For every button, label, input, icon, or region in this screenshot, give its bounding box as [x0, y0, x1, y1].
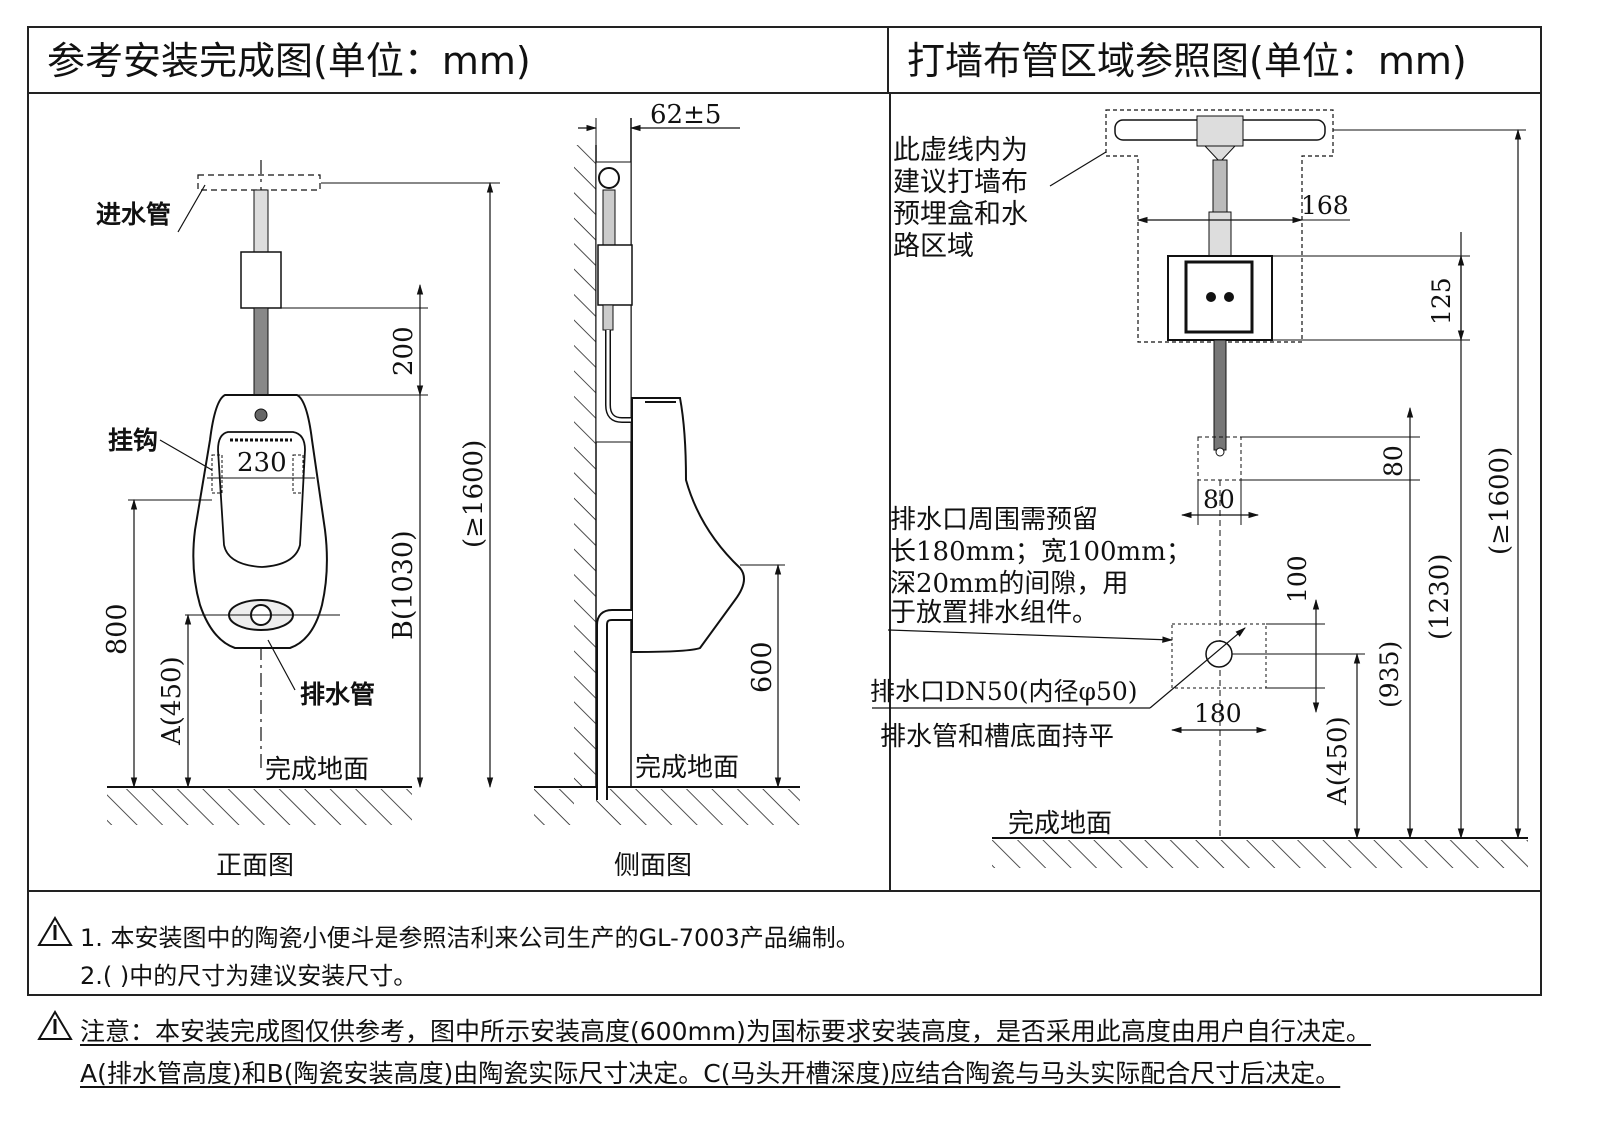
side-view: 62±5 600 完成地面 侧面图: [534, 100, 800, 881]
dim-1600-front: (≥1600): [459, 440, 489, 548]
dim-230: 230: [237, 448, 287, 478]
side-floor-label: 完成地面: [635, 753, 739, 783]
dim-600: 600: [747, 641, 778, 693]
warning-icon: [37, 916, 73, 946]
dim-200: 200: [389, 326, 419, 376]
dim-935: (935): [1375, 641, 1404, 708]
warning-line-1: 注意：本安装完成图仅供参考，图中所示安装高度(600mm)为国标要求安装高度，是…: [80, 1017, 1371, 1046]
caution-icon: [37, 1010, 73, 1040]
dim-125: 125: [1427, 277, 1456, 325]
dim-B: B(1030): [388, 530, 419, 640]
wall-piping-view: 此虚线内为 建议打墙布 预埋盒和水 路区域 168 125 80 80 排水口周…: [870, 109, 1528, 868]
dim-100: 100: [1283, 555, 1312, 603]
dim-1230: (1230): [1425, 554, 1455, 640]
left-panel-title: 参考安装完成图(单位：mm): [29, 28, 889, 94]
note-line-1: 1. 本安装图中的陶瓷小便斗是参照洁利来公司生产的GL-7003产品编制。: [80, 924, 860, 952]
drawing-frame: 参考安装完成图(单位：mm) 打墙布管区域参照图(单位：mm): [27, 26, 1542, 996]
front-view: 进水管 挂钩 排水管 完成地面 正面图 230 200 B(1030) (≥16…: [96, 160, 500, 881]
right-panel-title: 打墙布管区域参照图(单位：mm): [889, 28, 1540, 94]
drain-level-label: 排水管和槽底面持平: [880, 722, 1114, 752]
dim-80-horizontal: 80: [1203, 485, 1235, 514]
wall-floor-label: 完成地面: [1008, 809, 1112, 839]
front-floor-label: 完成地面: [265, 755, 369, 785]
dim-A-front: A(450): [157, 656, 187, 746]
front-view-caption: 正面图: [216, 851, 294, 881]
dim-168: 168: [1301, 191, 1349, 220]
zone-note: 此虚线内为 建议打墙布 预埋盒和水 路区域: [893, 135, 1037, 262]
dim-180: 180: [1194, 699, 1242, 728]
dim-800: 800: [102, 603, 133, 655]
drain-outlet-label: 排水口DN50(内径φ50): [870, 677, 1138, 706]
dim-1600-wall: (≥1600): [1485, 447, 1515, 555]
note-line-2: 2.( )中的尺寸为建议安装尺寸。: [80, 962, 418, 990]
panel-divider: [889, 94, 891, 890]
dim-A-wall: A(450): [1323, 716, 1353, 806]
inlet-pipe-label: 进水管: [96, 200, 171, 229]
drain-gap-note: 排水口周围需预留 长180mm；宽100mm； 深20mm的间隙，用 于放置排水…: [890, 505, 1200, 628]
drain-pipe-label: 排水管: [300, 680, 375, 709]
dim-62: 62±5: [650, 100, 721, 130]
warning-line-2: A(排水管高度)和B(陶瓷安装高度)由陶瓷实际尺寸决定。C(马头开槽深度)应结合…: [80, 1059, 1341, 1088]
dim-80-vertical: 80: [1379, 445, 1408, 477]
side-view-caption: 侧面图: [614, 851, 692, 881]
notes-divider: [29, 890, 1540, 892]
hook-label: 挂钩: [108, 426, 158, 455]
